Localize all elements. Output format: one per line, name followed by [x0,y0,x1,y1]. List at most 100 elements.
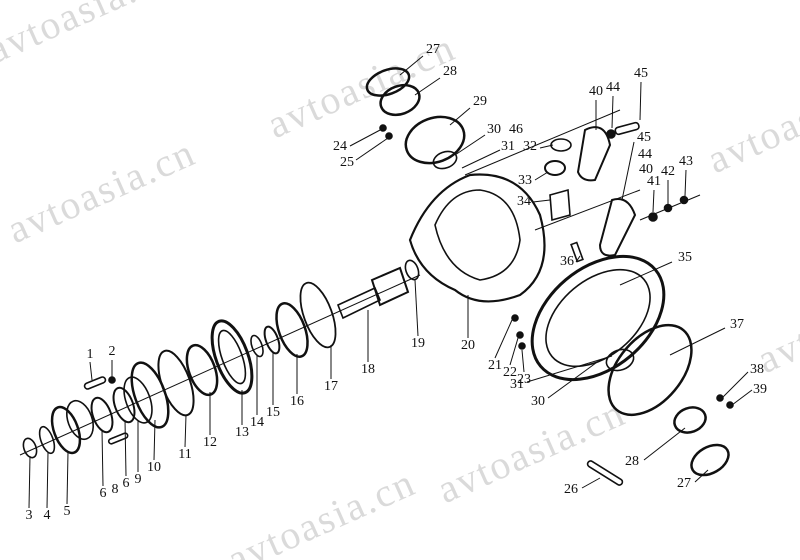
part-21-bolt [511,314,519,322]
part-label-40: 40 [589,84,603,99]
part-label-6: 6 [99,486,107,501]
part-1-bolt [83,376,107,390]
part-14-ring [250,334,264,358]
part-31-gear [605,348,635,372]
part-20-carrier-housing [408,173,546,303]
part-label-45: 45 [637,130,651,145]
part-label-6: 6 [122,476,130,491]
part-label-2: 2 [108,344,116,359]
part-38-washer [716,394,724,402]
part-label-25: 25 [340,155,354,170]
part-label-24: 24 [333,139,347,154]
part-label-21: 21 [488,358,502,373]
axis-line [639,194,701,221]
part-45-bolt [614,121,640,136]
part-label-23: 23 [517,372,531,387]
part-4-washer [38,425,56,455]
part-label-33: 33 [518,173,532,188]
part-label-1: 1 [86,347,94,362]
part-39-nut [726,401,734,409]
part-6-ring [90,396,114,434]
part-label-27: 27 [426,42,440,57]
part-label-28: 28 [625,454,639,469]
part-32-side-gear [550,138,572,152]
part-8-bolt [107,432,129,445]
part-44-washer [606,129,616,139]
part-16-bearing [275,302,309,358]
part-label-20: 20 [461,338,475,353]
part-label-40: 40 [639,162,653,177]
part-label-43: 43 [679,154,693,169]
part-label-32: 32 [523,139,537,154]
part-3-nut [22,437,38,459]
part-label-10: 10 [147,460,161,475]
leader-lines [28,55,753,509]
part-label-35: 35 [678,250,692,265]
part-28-bearing [379,83,421,117]
part-label-17: 17 [324,379,338,394]
part-label-31: 31 [510,377,524,392]
part-label-11: 11 [178,447,192,462]
part-36-bolt [570,241,584,263]
part-13-bearing-cup [210,319,254,395]
part-18-pinion-shank [336,286,382,320]
part-6-ring [112,386,136,424]
part-5-flange [50,405,82,455]
part-label-4: 4 [43,508,51,523]
part-27-bearing-cap [365,67,411,97]
part-label-22: 22 [503,365,517,380]
housing-inner [434,189,521,281]
part-35-crown-wheel [530,254,666,382]
axis-line [464,109,621,176]
part-33-pinion-gear [544,160,566,176]
part-9-seal [123,376,153,424]
part-label-9: 9 [134,472,142,487]
part-label-30: 30 [487,122,501,137]
part-25-washer [385,132,393,140]
part-label-16: 16 [290,394,304,409]
part-27-bearing-cap [690,443,730,477]
part-label-45: 45 [634,66,648,81]
part-5-flange-hub [66,399,94,441]
part-13-inner [217,329,247,385]
part-18-pinion-gear [370,266,410,307]
part-label-15: 15 [266,405,280,420]
part-label-46: 46 [509,122,523,137]
part-15-spacer [263,325,281,355]
part-34-spider [549,188,571,222]
part-label-30: 30 [531,394,545,409]
part-40-bearing-cap [576,126,612,182]
part-label-14: 14 [250,415,264,430]
part-23-nut [518,342,526,350]
part-label-18: 18 [361,362,375,377]
part-label-28: 28 [443,64,457,79]
part-label-3: 3 [25,508,33,523]
part-label-44: 44 [638,147,652,162]
part-28-bearing [673,406,707,434]
part-label-42: 42 [661,164,675,179]
part-label-13: 13 [235,425,249,440]
part-label-19: 19 [411,336,425,351]
part-label-29: 29 [473,94,487,109]
part-40-bearing-cap [598,198,637,257]
part-26-bolt [586,460,624,486]
part-label-31: 31 [501,139,515,154]
part-label-37: 37 [730,317,744,332]
part-label-12: 12 [203,435,217,450]
part-30-ring [432,150,458,170]
part-label-39: 39 [753,382,767,397]
part-label-27: 27 [677,476,691,491]
part-29-adjuster [404,115,466,165]
part-label-41: 41 [647,174,661,189]
part-label-44: 44 [606,80,620,95]
shaft-axis-line [19,274,421,456]
part-11-gasket [157,349,195,417]
part-label-26: 26 [564,482,578,497]
part-label-5: 5 [63,504,71,519]
part-19-bearing [404,259,420,281]
part-12-bearing [185,343,219,397]
part-label-38: 38 [750,362,764,377]
part-label-34: 34 [517,194,531,209]
